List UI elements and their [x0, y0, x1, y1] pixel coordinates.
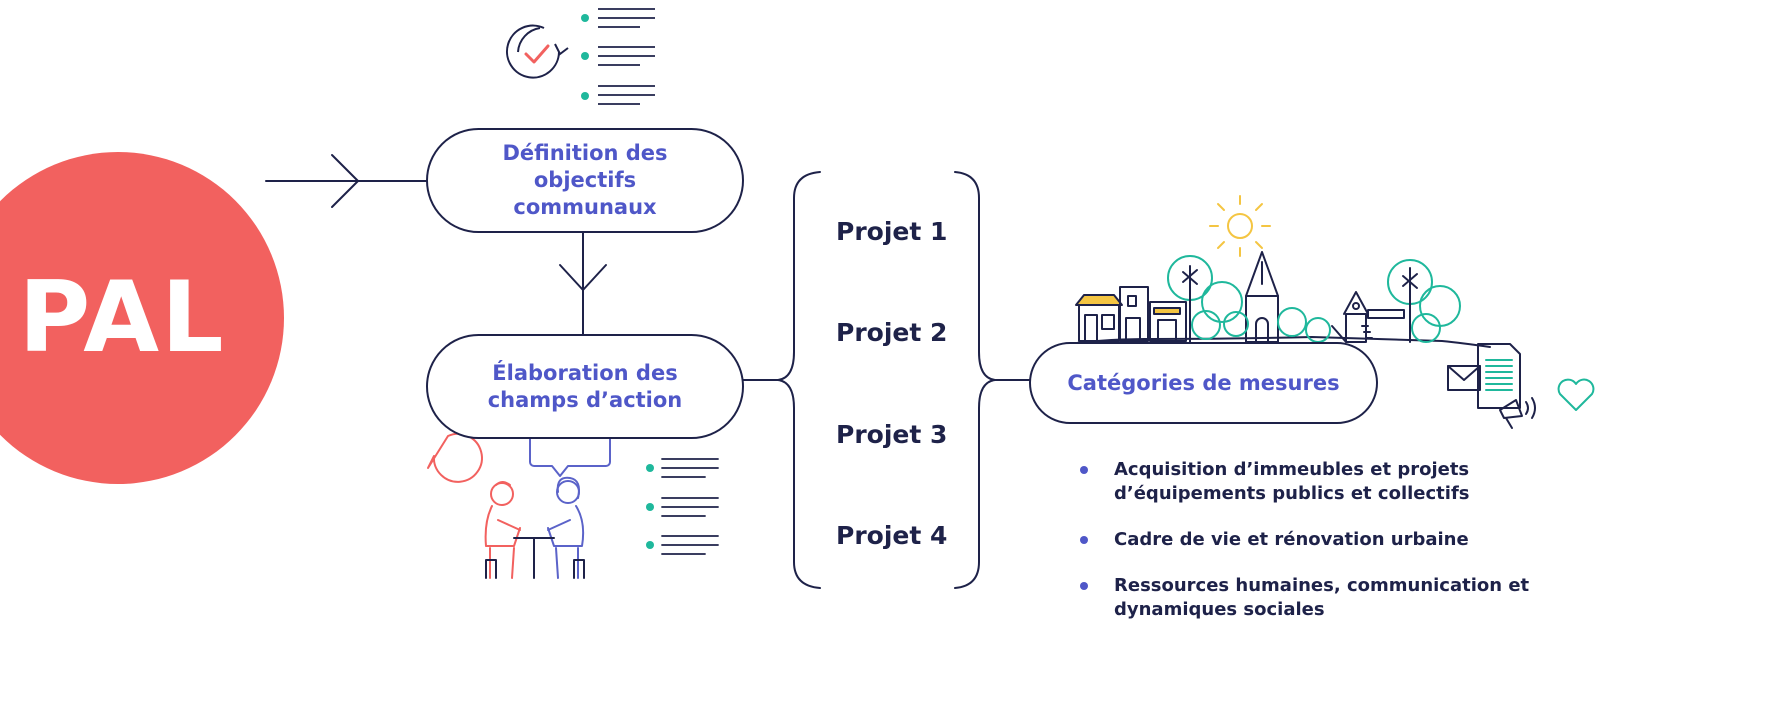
heart-icon	[1557, 378, 1595, 411]
category-item: Cadre de vie et rénovation urbaine	[1080, 528, 1780, 552]
playground-icon	[1331, 291, 1405, 343]
category-text: Cadre de vie et rénovation urbaine	[1114, 529, 1469, 550]
church-icon	[1245, 251, 1279, 343]
definition-objectifs-node: Définition des objectifs communaux	[426, 128, 744, 233]
categories-list: Acquisition d’immeubles et projets d’équ…	[1080, 458, 1780, 644]
table-icon	[485, 537, 585, 579]
category-item: Ressources humaines, communication et dy…	[1080, 574, 1780, 622]
arrow-head-right	[331, 154, 359, 208]
projet-label: Projet 3	[836, 420, 948, 449]
bullet-icon	[1080, 582, 1088, 590]
pal-badge: PAL	[0, 152, 284, 484]
category-text: Acquisition d’immeubles et projets d’équ…	[1114, 459, 1470, 504]
person-icon	[484, 481, 521, 579]
mail-icon	[1447, 365, 1481, 391]
elaboration-champs-label: Élaboration des champs d’action	[487, 360, 683, 412]
checklist-icon	[581, 8, 655, 105]
sun-icon	[1209, 195, 1271, 257]
categories-mesures-label: Catégories de mesures	[1067, 370, 1340, 395]
arrow-head-down	[559, 264, 607, 291]
bullet-icon	[1080, 466, 1088, 474]
projet-label: Projet 1	[836, 217, 948, 246]
person-icon	[547, 476, 585, 579]
projet-label: Projet 4	[836, 521, 948, 550]
house-icon	[1119, 286, 1187, 342]
document-icon	[1477, 343, 1521, 409]
projet-label: Projet 2	[836, 318, 948, 347]
tree-icon	[1167, 255, 1243, 340]
category-text: Ressources humaines, communication et dy…	[1114, 575, 1530, 620]
left-brace	[777, 171, 821, 589]
tree-icon	[1387, 259, 1461, 343]
shop-icon	[1075, 294, 1123, 342]
elaboration-champs-node: Élaboration des champs d’action	[426, 334, 744, 439]
category-item: Acquisition d’immeubles et projets d’équ…	[1080, 458, 1780, 506]
pal-label: PAL	[18, 261, 226, 375]
checklist-icon	[646, 458, 719, 555]
definition-objectifs-label: Définition des objectifs communaux	[502, 141, 668, 219]
megaphone-icon	[1499, 397, 1536, 429]
bullet-icon	[1080, 536, 1088, 544]
categories-mesures-node: Catégories de mesures	[1029, 342, 1378, 424]
refresh-check-icon	[506, 24, 569, 79]
